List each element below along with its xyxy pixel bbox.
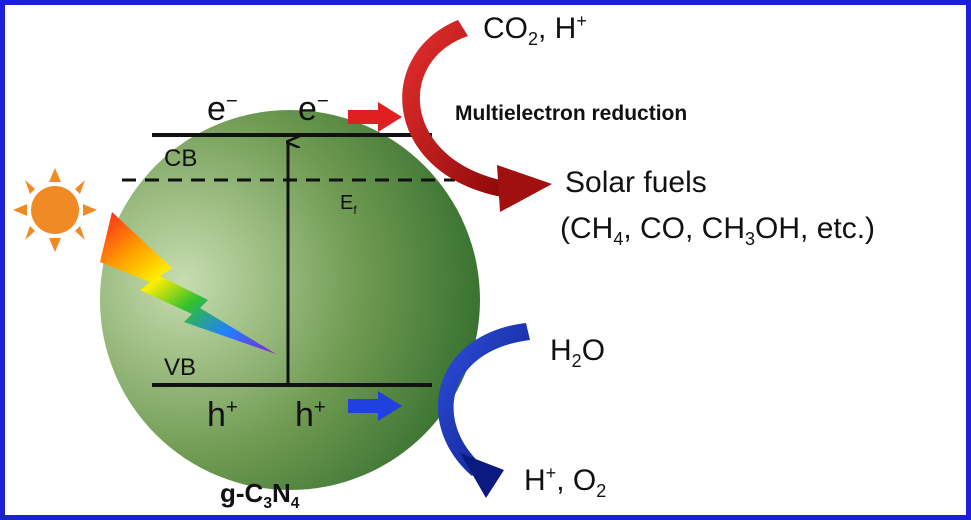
hole-transfer-arrow xyxy=(348,391,402,421)
reduction-reactants: CO2, H+ xyxy=(483,11,587,49)
process-label: Multielectron reduction xyxy=(455,102,688,125)
hole-label-right: h+ xyxy=(295,396,326,434)
solar-fuels-list: (CH4, CO, CH3OH, etc.) xyxy=(560,212,876,249)
g-c3n4-particle xyxy=(100,110,480,490)
electron-label-left: e− xyxy=(207,90,238,128)
electron-transfer-arrow xyxy=(348,102,402,132)
electron-label-right: e− xyxy=(298,90,329,128)
light-bolt-icon xyxy=(100,212,276,354)
hole-label-left: h+ xyxy=(207,396,238,434)
oxidation-arrow xyxy=(437,323,530,498)
oxidation-products: H+, O2 xyxy=(524,463,607,501)
sun-icon xyxy=(13,168,97,252)
solar-fuels-title: Solar fuels xyxy=(565,166,707,199)
material-label: g-C3N4 xyxy=(220,478,300,513)
cb-label: CB xyxy=(164,145,198,172)
oxidation-reactant: H2O xyxy=(550,334,606,371)
fermi-level-label: Ef xyxy=(340,192,357,217)
reduction-arrow xyxy=(402,20,552,212)
vb-label: VB xyxy=(164,354,197,381)
